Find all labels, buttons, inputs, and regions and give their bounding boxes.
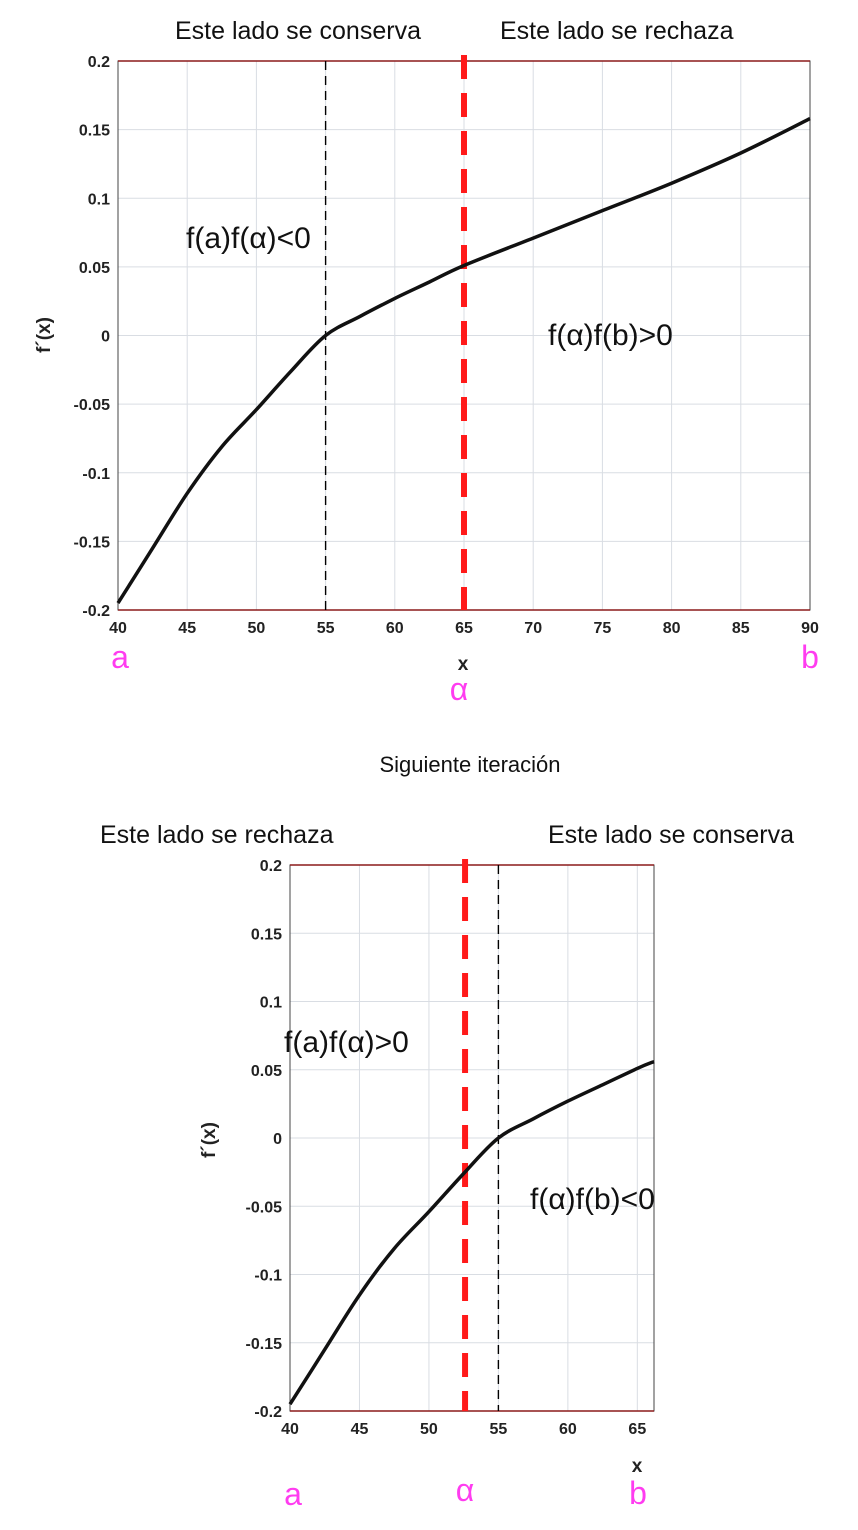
chart-1-y-tick-label: 0.15 [79, 123, 110, 140]
chart-1-y-tick-label: 0.1 [88, 191, 110, 208]
chart-2-x-tick-label: 65 [628, 1421, 646, 1438]
chart-2: Este lado se rechaza Este lado se conser… [100, 821, 794, 1512]
chart-1-marker-a: a [111, 639, 129, 675]
chart-1-x-tick-label: 85 [732, 620, 750, 637]
chart-1-y-tick-label: -0.1 [82, 466, 110, 483]
chart-1-y-axis-label: f´(x) [34, 317, 55, 353]
chart-2-x-tick-label: 50 [420, 1421, 438, 1438]
chart-2-annotation-right: f(α)f(b)<0 [530, 1183, 655, 1216]
chart-2-x-tick-label: 60 [559, 1421, 577, 1438]
chart-2-y-tick-label: 0.1 [260, 995, 282, 1012]
chart-1-annotation-left: f(a)f(α)<0 [186, 222, 311, 255]
chart-1-x-tick-label: 60 [386, 620, 404, 637]
chart-1-y-tick-label: -0.15 [74, 534, 111, 551]
chart-2-y-tick-label: -0.05 [246, 1199, 283, 1216]
chart-2-header-right: Este lado se conserva [548, 821, 794, 849]
chart-1-y-tick-label: 0 [101, 329, 110, 346]
chart-2-y-tick-label: 0 [273, 1131, 282, 1148]
chart-1-x-tick-label: 70 [524, 620, 542, 637]
chart-2-series-line [288, 1059, 655, 1406]
chart-2-header-left: Este lado se rechaza [100, 821, 334, 849]
chart-2-x-tick-label: 45 [351, 1421, 369, 1438]
chart-1-header-right: Este lado se rechaza [500, 17, 734, 45]
chart-2-plot-area: 40 45 50 55 60 65 0.2 0.15 0.1 0.05 0 -0.05 -0.1 -0.1… [246, 858, 655, 1438]
chart-2-x-axis-label: x [632, 1456, 643, 1477]
middle-caption: Siguiente iteración [379, 752, 560, 777]
chart-1-header-left: Este lado se conserva [175, 17, 421, 45]
chart-1: Este lado se conserva Este lado se recha… [34, 17, 819, 707]
chart-2-marker-b: b [629, 1475, 647, 1511]
chart-2-y-tick-label: 0.15 [251, 926, 282, 943]
chart-1-x-tick-label: 75 [594, 620, 612, 637]
chart-2-annotation-left: f(a)f(α)>0 [284, 1026, 409, 1059]
chart-2-x-tick-label: 40 [281, 1421, 299, 1438]
chart-1-annotation-right: f(α)f(b)>0 [548, 319, 673, 352]
chart-2-x-tick-label: 55 [489, 1421, 507, 1438]
chart-1-x-tick-label: 55 [317, 620, 335, 637]
chart-1-y-tick-label: -0.05 [74, 397, 111, 414]
chart-2-y-tick-label: -0.15 [246, 1336, 283, 1353]
chart-1-x-tick-label: 45 [178, 620, 196, 637]
chart-1-x-tick-label: 80 [663, 620, 681, 637]
chart-1-x-axis-label: x [458, 654, 469, 675]
chart-2-y-tick-label: 0.2 [260, 858, 282, 875]
chart-1-x-tick-label: 90 [801, 620, 819, 637]
chart-1-x-tick-label: 50 [248, 620, 266, 637]
chart-1-y-tick-label: 0.05 [79, 260, 110, 277]
chart-1-x-tick-label: 40 [109, 620, 127, 637]
chart-2-y-tick-label: 0.05 [251, 1063, 282, 1080]
chart-2-y-tick-label: -0.2 [254, 1404, 282, 1421]
chart-1-x-tick-label: 65 [455, 620, 473, 637]
chart-1-y-tick-label: 0.2 [88, 54, 110, 71]
chart-2-y-axis-label: f´(x) [199, 1122, 220, 1158]
chart-1-series-line [116, 117, 811, 605]
chart-2-marker-a: a [284, 1476, 302, 1512]
chart-2-marker-alpha: α [456, 1472, 475, 1508]
chart-1-marker-b: b [801, 639, 819, 675]
chart-1-plot-area: 40 45 50 55 60 65 70 75 80 85 90 0.2 0.15 0.1 0.05 0 -0.… [74, 54, 819, 637]
chart-1-marker-alpha: α [450, 671, 469, 707]
chart-2-y-tick-label: -0.1 [254, 1268, 282, 1285]
chart-1-y-tick-label: -0.2 [82, 603, 110, 620]
